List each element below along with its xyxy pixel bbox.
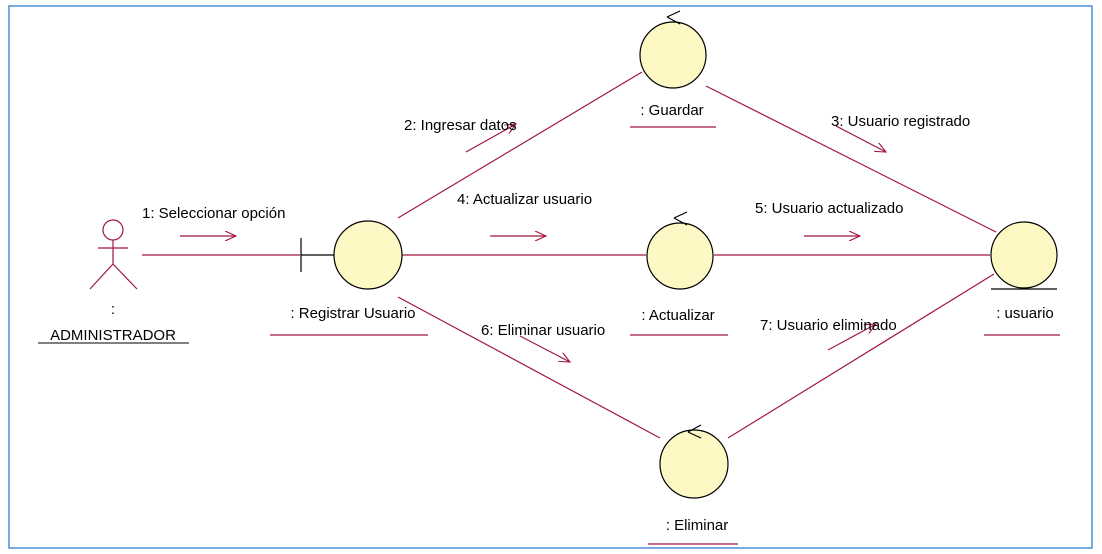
link-guardar-usuario [705,85,997,233]
message-7-label: 7: Usuario eliminado [760,317,897,334]
link-registrar-guardar [397,71,643,219]
association-links [142,71,997,439]
message-2-label: 2: Ingresar datos [404,117,517,134]
message-arrows [180,124,886,362]
message-3-label: 3: Usuario registrado [831,113,970,130]
message-5-label: 5: Usuario actualizado [755,200,903,217]
object-actualizar[interactable]: : Actualizar [630,211,728,336]
message-labels: 1: Seleccionar opción 2: Ingresar datos … [142,113,970,339]
object-label-registrar: : Registrar Usuario [290,305,415,322]
message-7-arrow [827,324,876,351]
boundary-icon [300,220,403,290]
control-icon [659,424,729,499]
object-label-eliminar: : Eliminar [666,517,729,534]
message-6-arrow [519,335,570,362]
actor-name: ADMINISTRADOR [50,327,176,344]
control-icon [639,10,707,89]
message-6-label: 6: Eliminar usuario [481,322,605,339]
message-3-arrow [835,125,886,152]
object-usuario[interactable]: : usuario [984,221,1060,336]
message-2-arrow [465,124,516,153]
stick-figure-icon [89,219,138,290]
control-icon [646,211,714,290]
actor-administrador[interactable]: : ADMINISTRADOR [38,219,189,344]
link-eliminar-usuario [727,273,995,439]
diagram-frame [8,5,1093,549]
object-label-usuario: : usuario [996,305,1054,322]
object-guardar[interactable]: : Guardar [630,10,716,128]
object-label-actualizar: : Actualizar [641,307,714,324]
object-eliminar[interactable]: : Eliminar [648,424,738,545]
message-1-label: 1: Seleccionar opción [142,205,285,222]
message-4-label: 4: Actualizar usuario [457,191,592,208]
entity-icon [990,221,1058,290]
link-registrar-eliminar [397,296,661,439]
actor-colon: : [111,301,115,318]
object-registrar-usuario[interactable]: : Registrar Usuario [270,220,428,336]
object-label-guardar: : Guardar [640,102,703,119]
